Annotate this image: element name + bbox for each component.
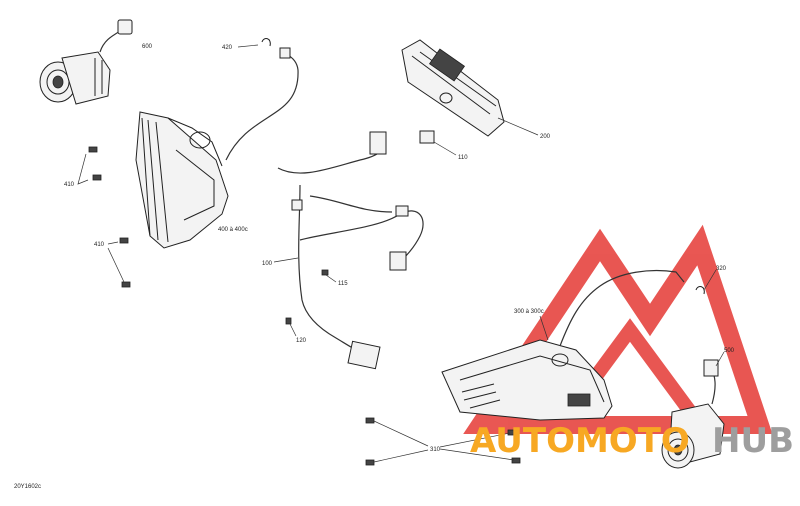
clip-420: [237, 38, 271, 48]
callout-400: 400 à 400c: [218, 227, 248, 233]
headlamp-right-300: [441, 269, 685, 421]
callout-320: 320: [716, 266, 727, 272]
watermark-text-gray: HUB: [712, 421, 794, 461]
callout-410-lower: 410: [94, 242, 105, 248]
callout-420: 420: [222, 45, 233, 51]
wiring-harness-100: [273, 131, 424, 370]
callout-500: 500: [724, 348, 735, 354]
figure-code: 20Y1602c: [14, 484, 41, 490]
callout-310: 310: [430, 447, 441, 453]
screws-310: [365, 417, 521, 466]
watermark-text-orange: AUTOMOTO: [470, 421, 690, 461]
callout-120: 120: [296, 338, 307, 344]
clip-320: [695, 269, 717, 295]
screw-410-lower: [107, 237, 131, 288]
callout-300: 300 à 300c: [514, 309, 544, 315]
callout-600: 600: [142, 44, 153, 50]
headlamp-left-400: [135, 47, 299, 249]
callout-100: 100: [262, 261, 273, 267]
connector-110: [419, 130, 457, 156]
screw-410-upper: [77, 146, 102, 185]
screw-115: [321, 269, 337, 283]
control-module-200: [401, 39, 539, 137]
callout-110: 110: [458, 155, 468, 161]
callout-115: 115: [338, 281, 348, 287]
callout-200: 200: [540, 134, 551, 140]
fog-lamp-right-500: [661, 351, 725, 469]
clip-120: [285, 317, 297, 337]
fog-lamp-left-600: [39, 19, 133, 105]
callout-410-upper: 410: [64, 182, 75, 188]
